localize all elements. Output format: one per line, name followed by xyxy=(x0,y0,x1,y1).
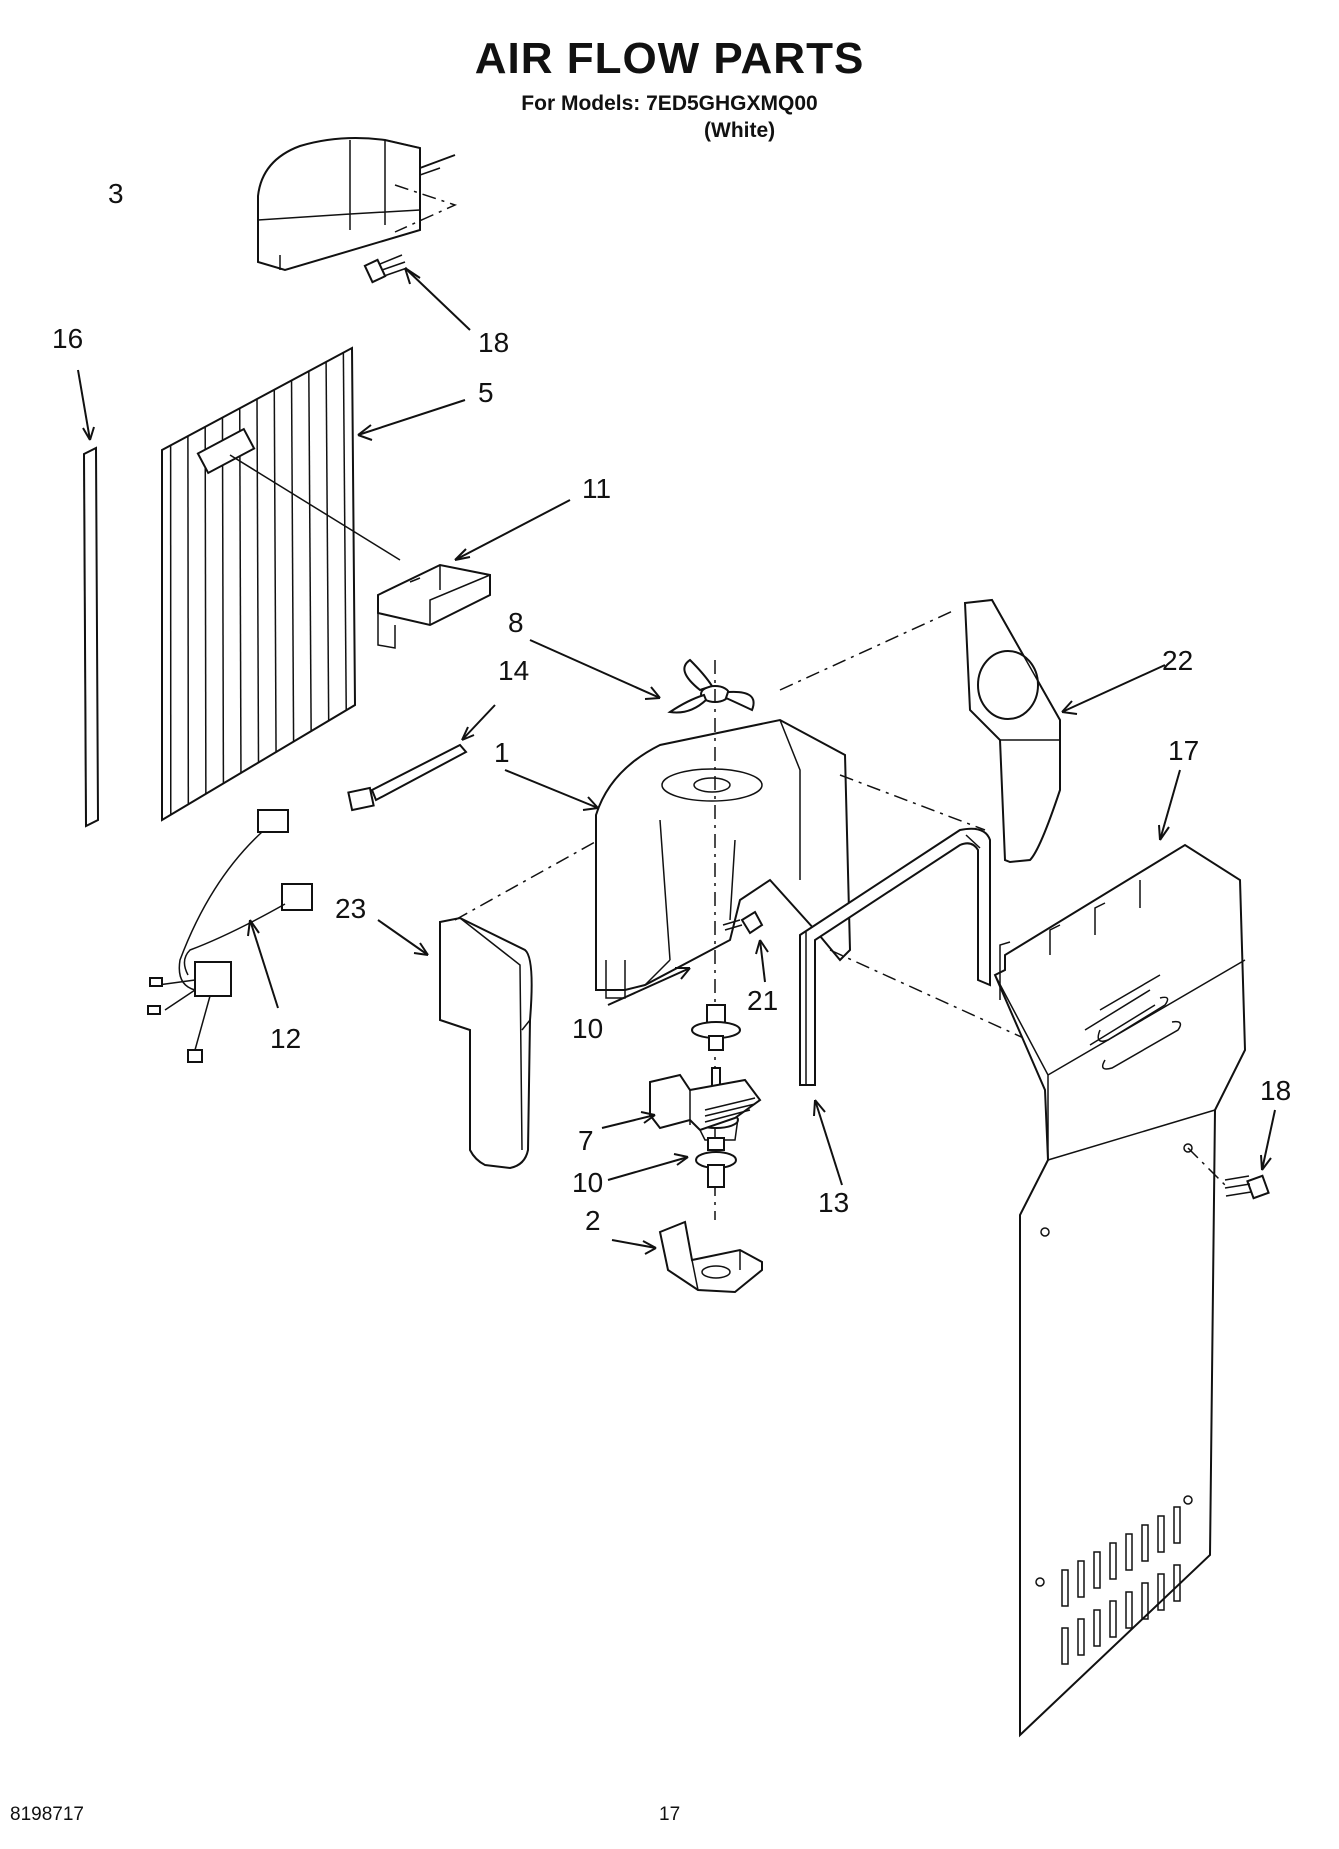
part-13-u-channel xyxy=(799,827,991,1086)
callout-5: 5 xyxy=(478,377,494,408)
vent-slot xyxy=(1093,1609,1101,1647)
grille-rib xyxy=(238,408,242,773)
part-12-wire-harness xyxy=(147,809,313,1063)
callout-10-lower: 10 xyxy=(572,1167,603,1198)
page-number: 17 xyxy=(659,1804,681,1825)
vent-slot xyxy=(1173,1564,1181,1602)
vent-slot xyxy=(1157,1573,1165,1611)
vent-slot xyxy=(1093,1551,1101,1589)
models-line: For Models: 7ED5GHGXMQ00 xyxy=(521,92,818,115)
part-10-bushing-upper xyxy=(691,1004,741,1051)
grille-rib xyxy=(273,389,277,753)
grille-rib xyxy=(221,417,225,784)
grille-rib xyxy=(325,361,330,721)
callout-3: 3 xyxy=(108,178,124,209)
grille-rib xyxy=(204,426,207,794)
part-1-fan-shroud xyxy=(595,718,852,999)
callout-10-upper: 10 xyxy=(572,1013,603,1044)
vent-slot xyxy=(1157,1515,1165,1553)
color-note: (White) xyxy=(704,119,776,142)
vent-slot xyxy=(1109,1600,1117,1638)
part-10-bushing-lower xyxy=(695,1151,737,1188)
part-5-evaporator-cover xyxy=(161,346,401,822)
callout-18-right: 18 xyxy=(1260,1075,1291,1106)
grille-rib xyxy=(290,380,295,742)
part-8-fan-blade xyxy=(667,658,755,714)
part-17-rear-duct-panel xyxy=(993,843,1247,1738)
grille-rib xyxy=(256,398,260,763)
callout-7: 7 xyxy=(578,1125,594,1156)
part-3-duct-cover xyxy=(257,137,441,272)
vent-slot xyxy=(1141,1582,1149,1620)
callout-23: 23 xyxy=(335,893,366,924)
vent-slot xyxy=(1173,1506,1181,1544)
callout-11: 11 xyxy=(582,473,611,504)
callout-13: 13 xyxy=(818,1187,849,1218)
part-18-screw-top xyxy=(363,254,408,284)
callout-2: 2 xyxy=(585,1205,601,1236)
document-number: 8198717 xyxy=(10,1804,84,1825)
part-21-screw xyxy=(722,910,764,935)
page-title: AIR FLOW PARTS xyxy=(474,34,865,83)
callout-17: 17 xyxy=(1168,735,1199,766)
callout-1: 1 xyxy=(494,737,510,768)
callout-16: 16 xyxy=(52,323,83,354)
callout-22: 22 xyxy=(1162,645,1193,676)
vent-slot xyxy=(1061,1627,1069,1665)
callout-18-top: 18 xyxy=(478,327,509,358)
part-2-motor-bracket xyxy=(658,1220,763,1294)
part-11-bracket xyxy=(377,563,491,649)
vent-slot xyxy=(1077,1618,1085,1656)
callout-21: 21 xyxy=(747,985,778,1016)
grille-rib xyxy=(308,371,312,732)
part-23-side-baffle xyxy=(439,916,533,1170)
part-22-side-duct xyxy=(963,598,1061,864)
callout-14: 14 xyxy=(498,655,529,686)
grille-rib xyxy=(342,352,347,711)
vent-slot xyxy=(1109,1542,1117,1580)
callout-8: 8 xyxy=(508,607,524,638)
callout-12: 12 xyxy=(270,1023,301,1054)
vent-slot xyxy=(1125,1533,1133,1571)
vent-slot xyxy=(1125,1591,1133,1629)
part-18-screw-right xyxy=(1224,1174,1270,1200)
vent-slot xyxy=(1141,1524,1149,1562)
part-14-probe xyxy=(347,743,468,812)
part-16-gasket-strip xyxy=(82,446,100,828)
part-7-fan-motor xyxy=(649,1067,762,1151)
vent-slot xyxy=(1077,1560,1085,1598)
vent-slot xyxy=(1061,1569,1069,1607)
